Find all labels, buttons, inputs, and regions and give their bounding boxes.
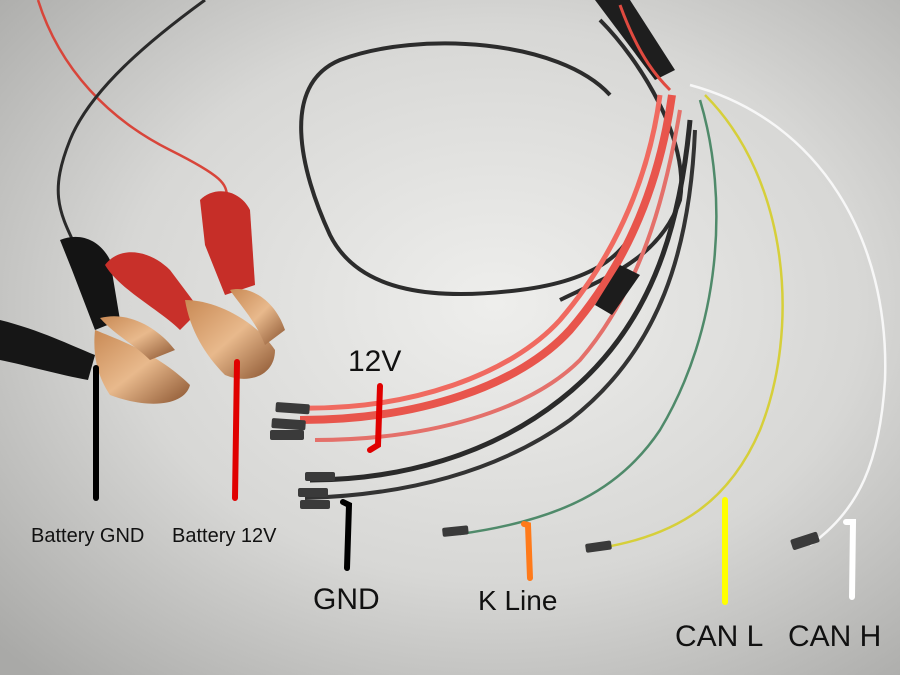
thin-red-wire: [36, 0, 230, 201]
bundle-sleeve: [595, 265, 640, 315]
red-wire-bundle-3: [314, 109, 682, 442]
harness-red-strand: [618, 4, 672, 92]
battery-12v-marker: [232, 359, 240, 501]
can-h-label: CAN H: [788, 620, 882, 653]
gnd-label: GND: [313, 583, 380, 616]
can-h-marker: [843, 519, 857, 600]
white-wire: [689, 83, 887, 547]
k-line-label: K Line: [478, 585, 558, 616]
k-line-marker: [521, 521, 533, 581]
v12-label: 12V: [348, 345, 402, 378]
red-wire-bundle: [299, 94, 676, 424]
battery-gnd-label: Battery GND: [31, 525, 145, 547]
v12-marker: [367, 383, 383, 453]
black-wire-bundle-2: [304, 129, 697, 500]
green-wire: [459, 99, 718, 536]
battery-12v-label: Battery 12V: [172, 525, 277, 547]
black-alligator-clip: [0, 236, 190, 404]
yellow-wire: [599, 94, 784, 550]
thin-black-wire: [56, 0, 206, 246]
red-wire-bundle-2: [299, 94, 663, 411]
connector-pins: [270, 402, 820, 553]
gnd-marker: [340, 499, 353, 571]
black-wire-bundle: [309, 119, 693, 483]
black-loop-wire: [299, 41, 642, 297]
can-l-label: CAN L: [675, 620, 764, 653]
red-alligator-clip: [105, 191, 285, 379]
